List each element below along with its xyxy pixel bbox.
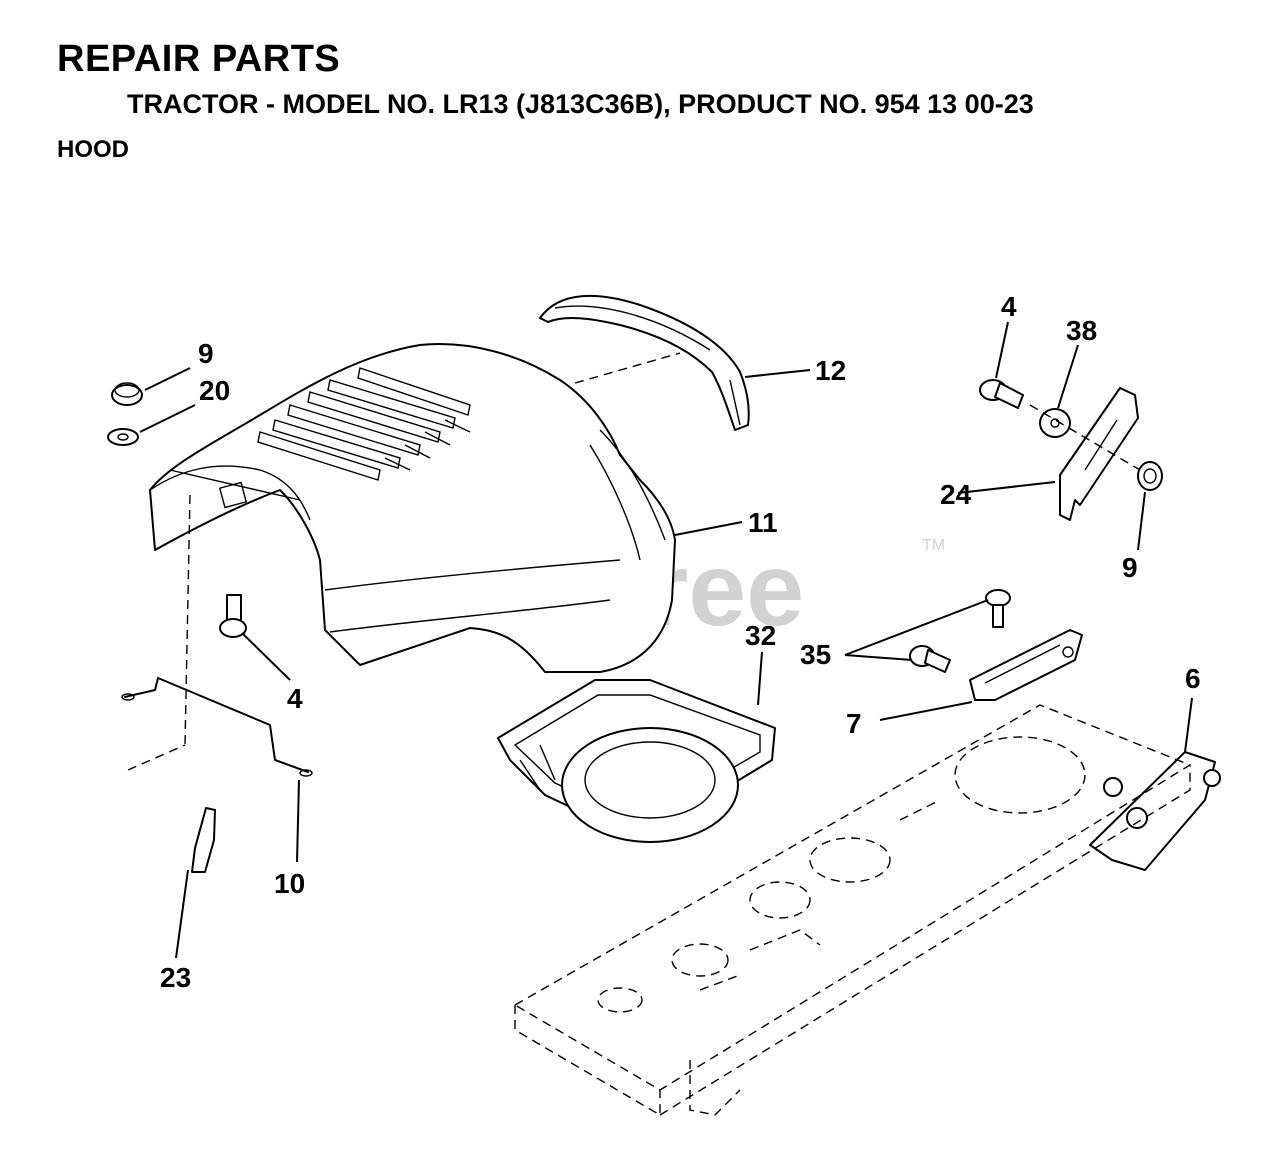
part-9-nut-left[interactable]: [111, 382, 143, 406]
dash-line-hood: [184, 494, 191, 746]
dash-line-12: [574, 352, 681, 384]
callout-6: 6: [1185, 663, 1201, 694]
leader-9b: [1137, 491, 1146, 551]
part-4-bolt-left[interactable]: [219, 594, 247, 638]
part-6-hinge[interactable]: [1089, 751, 1221, 871]
leader-12: [744, 369, 811, 378]
part-35-bolts[interactable]: [909, 589, 1011, 673]
leader-20: [139, 404, 196, 433]
callout-38: 38: [1066, 315, 1097, 346]
part-7-bracket[interactable]: [969, 629, 1083, 701]
tractor-frame: [513, 704, 1192, 1117]
leader-35a: [844, 599, 989, 656]
callout-35: 35: [800, 639, 831, 670]
leader-10: [296, 779, 300, 863]
part-32-pan[interactable]: [497, 679, 776, 843]
callout-4b: 4: [287, 683, 303, 714]
leader-38: [1057, 344, 1079, 409]
callout-9a: 9: [198, 338, 214, 369]
part-11-hood[interactable]: [149, 343, 676, 673]
leader-4a: [995, 321, 1009, 379]
callout-9b: 9: [1122, 552, 1138, 583]
part-4-bolt-right[interactable]: [979, 379, 1024, 409]
watermark-trademark: TM: [922, 537, 945, 554]
leader-9a: [144, 367, 191, 391]
dash-line-bracket: [1029, 404, 1141, 471]
callout-7: 7: [846, 708, 862, 739]
part-20-washer[interactable]: [107, 428, 139, 446]
part-10-rod[interactable]: [121, 677, 313, 777]
callout-10: 10: [274, 868, 305, 899]
dash-line-hood-2: [127, 744, 186, 771]
part-9-nut-right[interactable]: [1137, 461, 1163, 491]
model-subtitle: TRACTOR - MODEL NO. LR13 (J813C36B), PRO…: [127, 89, 1034, 119]
leader-24: [957, 481, 1056, 494]
leader-11: [674, 521, 743, 536]
leader-4b: [241, 632, 291, 681]
page-title: REPAIR PARTS: [57, 38, 341, 80]
callout-20: 20: [199, 375, 230, 406]
callout-24: 24: [940, 479, 972, 510]
leader-32: [757, 651, 763, 706]
callout-4a: 4: [1001, 291, 1017, 322]
callout-11: 11: [748, 507, 778, 538]
leader-6: [1184, 697, 1193, 753]
leader-7: [879, 701, 973, 721]
callout-12: 12: [815, 355, 846, 386]
part-23-clip[interactable]: [191, 807, 216, 873]
part-24-bracket[interactable]: [1059, 387, 1139, 521]
callout-23: 23: [160, 962, 191, 993]
leader-35b: [844, 654, 913, 661]
callout-32: 32: [745, 620, 776, 651]
section-label: HOOD: [57, 136, 129, 163]
part-12-strip[interactable]: [539, 294, 750, 431]
leader-23: [175, 869, 189, 959]
